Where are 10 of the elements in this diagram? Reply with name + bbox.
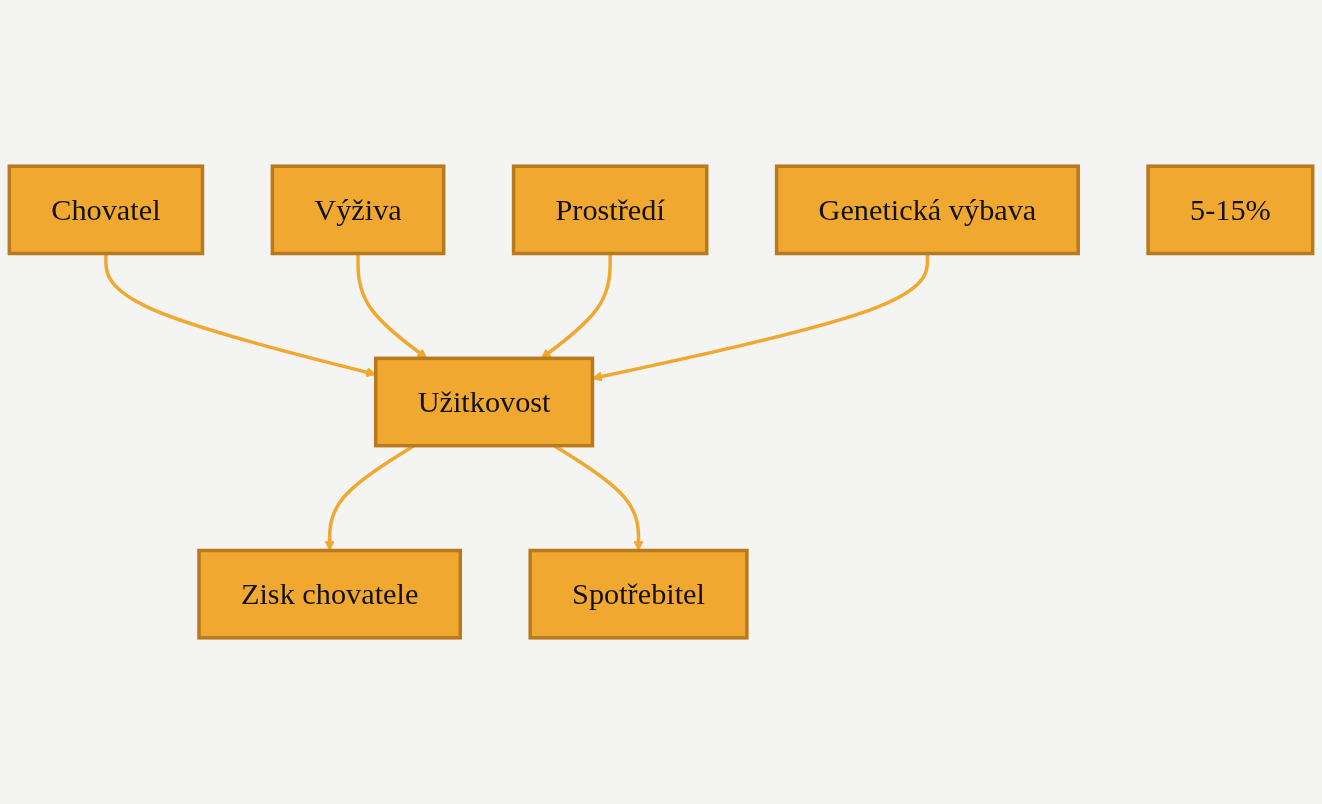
node-box: Prostředí: [511, 164, 709, 256]
arrow: [356, 253, 428, 359]
node-box: Genetická výbava: [774, 164, 1080, 256]
arrow: [540, 253, 612, 359]
node-box: Výživa: [270, 164, 446, 256]
node-box: Zisk chovatele: [197, 548, 463, 640]
node-box: Spotřebitel: [528, 548, 749, 640]
node-box: Chovatel: [7, 164, 205, 256]
node-box: Užitkovost: [373, 356, 595, 448]
node-box: 5-15%: [1146, 164, 1315, 256]
